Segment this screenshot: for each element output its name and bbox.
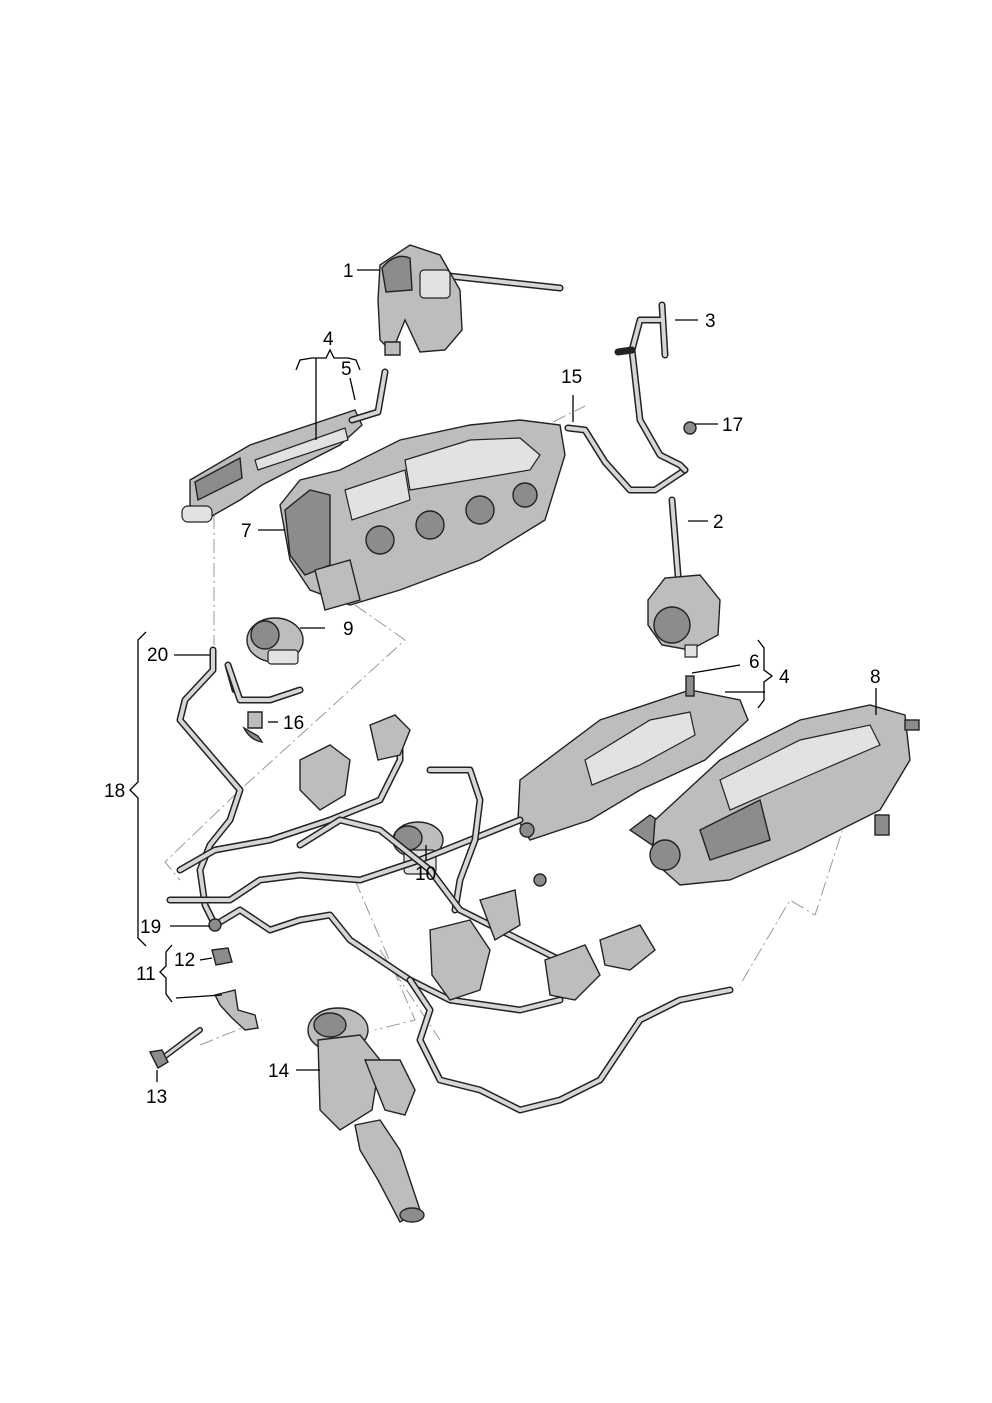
- callout-6: 6: [749, 652, 760, 673]
- callout-19: 19: [140, 917, 161, 938]
- callout-13: 13: [146, 1087, 167, 1108]
- callout-12: 12: [174, 950, 195, 971]
- part-7-intake-manifold: [279, 419, 566, 611]
- callout-7: 7: [241, 521, 252, 542]
- part-13-bolt: [148, 1027, 203, 1069]
- callout-2: 2: [713, 512, 724, 533]
- part-16-clip: [242, 711, 264, 743]
- callout-8: 8: [870, 667, 881, 688]
- part-6-right-rail: [517, 675, 749, 846]
- part-4-left-rail: [181, 368, 389, 523]
- callout-17: 17: [722, 415, 743, 436]
- callout-4-left: 4: [323, 329, 334, 350]
- part-9-throttle: [246, 617, 304, 665]
- part-3-pipe: [614, 301, 697, 474]
- part-2-actuator: [647, 496, 721, 658]
- callout-3: 3: [705, 311, 716, 332]
- callout-5: 5: [341, 359, 352, 380]
- callout-10: 10: [415, 864, 436, 885]
- callout-labels: 1 4 5 3 15 17 2 7 9 20 6 4 8 16 18 10 19…: [104, 261, 881, 1108]
- part-15-hose: [564, 424, 689, 494]
- callout-9: 9: [343, 619, 354, 640]
- callout-4-right: 4: [779, 667, 790, 688]
- part-1-actuator: [377, 244, 564, 356]
- callout-16: 16: [283, 713, 304, 734]
- callout-1: 1: [343, 261, 354, 282]
- part-14-turbo: [307, 1007, 425, 1223]
- callout-15: 15: [561, 367, 582, 388]
- callout-20: 20: [147, 645, 168, 666]
- leader-lines: [129, 269, 877, 1082]
- part-11-bracket: [213, 989, 259, 1031]
- part-12-clip: [211, 947, 233, 966]
- callout-11: 11: [136, 964, 156, 985]
- part-18-pipe-harness: [166, 646, 734, 1114]
- callout-14: 14: [268, 1061, 290, 1082]
- callout-18: 18: [104, 781, 125, 802]
- part-8-right-manifold: [649, 704, 920, 886]
